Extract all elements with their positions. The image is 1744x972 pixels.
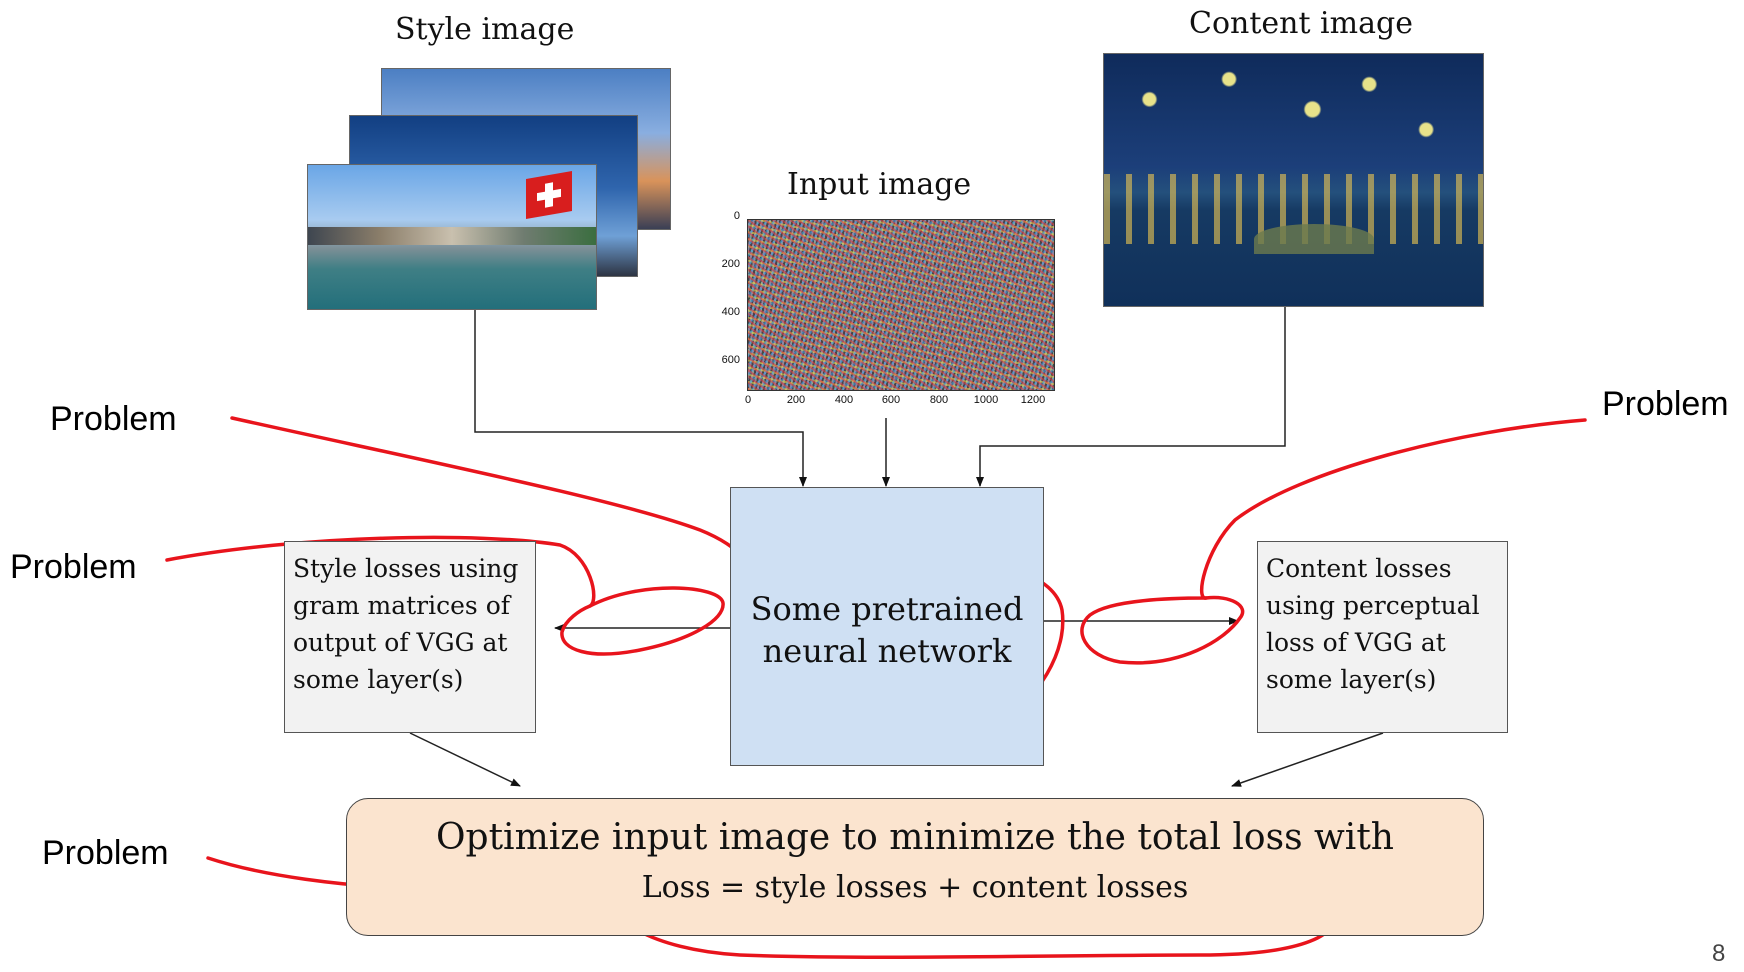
style-loss-line: some layer(s) bbox=[293, 665, 464, 694]
content-loss-line: Content losses bbox=[1266, 554, 1452, 583]
content-to-optimize-arrow bbox=[1231, 732, 1384, 787]
input-noise-image bbox=[747, 219, 1055, 391]
problem-label-mid-left: Problem bbox=[10, 548, 137, 586]
style-loss-box: Style losses using gram matrices of outp… bbox=[284, 541, 536, 733]
content-image-title: Content image bbox=[1189, 6, 1413, 41]
y-tick-label: 600 bbox=[721, 354, 740, 366]
content-loss-line: loss of VGG at bbox=[1266, 628, 1446, 657]
content-loss-line: some layer(s) bbox=[1266, 665, 1437, 694]
loss-equation: Loss = style losses + content losses bbox=[641, 870, 1189, 905]
x-tick-label: 1200 bbox=[1020, 394, 1046, 406]
annotation-style-circle bbox=[560, 586, 725, 656]
input-image-title: Input image bbox=[787, 167, 972, 202]
pretrained-network-box: Some pretrained neural network bbox=[730, 487, 1044, 766]
x-tick-label: 800 bbox=[929, 394, 949, 406]
content-connector bbox=[976, 305, 1286, 487]
annotation-top-right bbox=[1199, 418, 1587, 600]
style-image-title: Style image bbox=[395, 12, 575, 47]
x-tick-label: 0 bbox=[744, 394, 752, 406]
style-loss-line: Style losses using bbox=[293, 554, 519, 583]
style-connector bbox=[474, 308, 807, 487]
y-tick-label: 200 bbox=[721, 258, 740, 270]
annotation-content-circle bbox=[1080, 595, 1245, 665]
optimize-title: Optimize input image to minimize the tot… bbox=[436, 817, 1394, 858]
swiss-flag-icon bbox=[526, 170, 572, 220]
style-to-optimize-arrow bbox=[409, 732, 521, 787]
y-tick-label: 400 bbox=[721, 306, 740, 318]
x-tick-label: 600 bbox=[881, 394, 901, 406]
x-tick-label: 1000 bbox=[973, 394, 999, 406]
content-image-starry-night bbox=[1103, 53, 1484, 307]
style-photo-front bbox=[307, 164, 597, 310]
style-loss-line: gram matrices of bbox=[293, 591, 510, 620]
x-tick-label: 200 bbox=[786, 394, 806, 406]
page-number: 8 bbox=[1712, 940, 1726, 967]
y-tick-label: 0 bbox=[733, 210, 740, 222]
problem-label-top-left: Problem bbox=[50, 400, 177, 438]
network-line: Some pretrained bbox=[750, 590, 1024, 628]
content-loss-box: Content losses using perceptual loss of … bbox=[1257, 541, 1508, 733]
content-loss-line: using perceptual bbox=[1266, 591, 1480, 620]
style-loss-line: output of VGG at bbox=[293, 628, 508, 657]
optimize-box: Optimize input image to minimize the tot… bbox=[346, 798, 1484, 936]
problem-label-top-right: Problem bbox=[1602, 385, 1729, 423]
network-line: neural network bbox=[762, 632, 1012, 670]
problem-label-bottom-left: Problem bbox=[42, 834, 169, 872]
x-tick-label: 400 bbox=[834, 394, 854, 406]
annotation-mid-left bbox=[165, 535, 596, 608]
